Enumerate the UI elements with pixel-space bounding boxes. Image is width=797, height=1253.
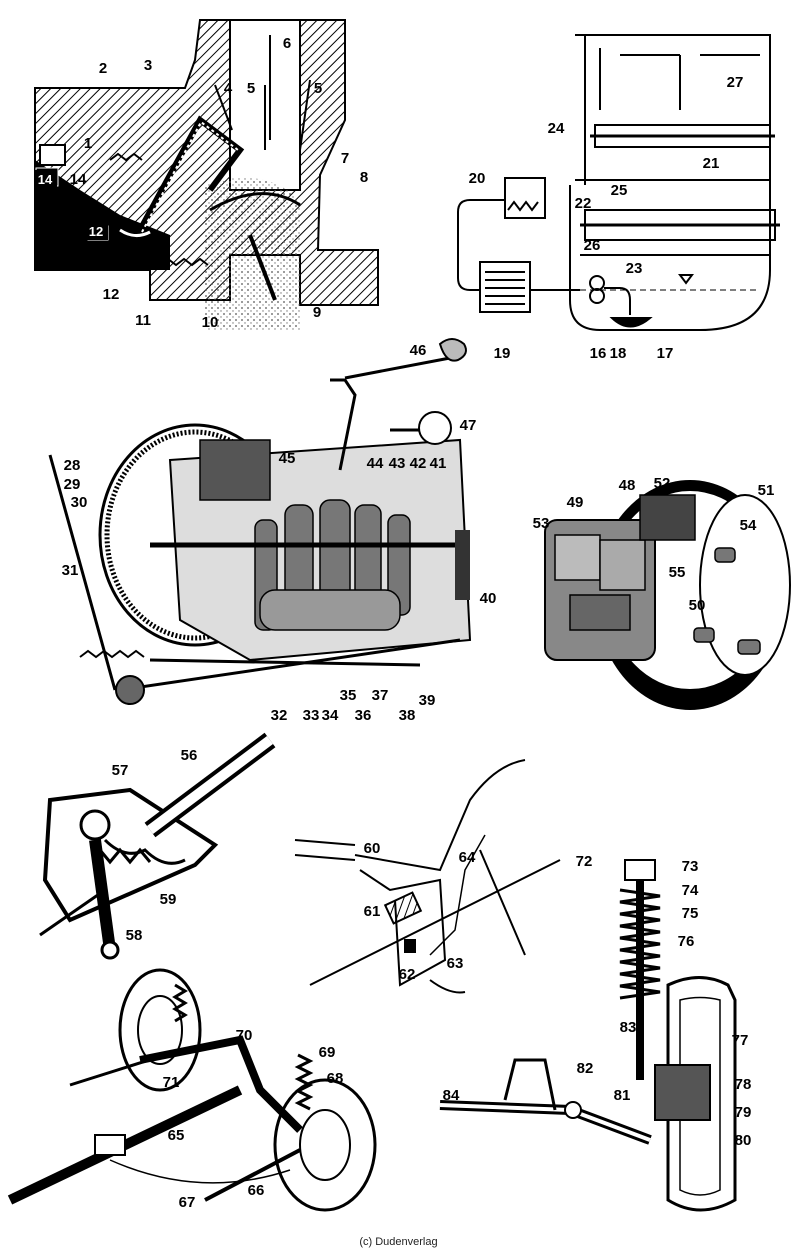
callout-26: 26 [584,237,601,254]
callout-22: 22 [575,195,592,212]
callout-67: 67 [179,1194,196,1211]
callout-34: 34 [322,707,339,724]
callout-8: 8 [360,169,368,186]
callout-47: 47 [460,417,477,434]
callout-38: 38 [399,707,416,724]
callout-72: 72 [576,853,593,870]
front-suspension-strut [439,859,737,1212]
callout-52: 52 [654,475,671,492]
callout-28: 28 [64,457,81,474]
callout-80: 80 [735,1132,752,1149]
callout-68: 68 [327,1070,344,1087]
callout-84: 84 [443,1087,460,1104]
callout-29: 29 [64,476,81,493]
callout-69: 69 [319,1044,336,1061]
callout-58: 58 [126,927,143,944]
callout-33: 33 [303,707,320,724]
callout-27: 27 [727,74,744,91]
callout-15: 14 [38,172,53,187]
callout-40: 40 [480,590,497,607]
copyright-notice: (c) Dudenverlag [359,1236,438,1248]
callout-76: 76 [678,933,695,950]
callout-30: 30 [71,494,88,511]
callout-20: 20 [469,170,486,187]
callout-83: 83 [620,1019,637,1036]
callout-51: 51 [758,482,775,499]
callout-31: 31 [62,562,79,579]
callout-21: 21 [703,155,720,172]
callout-66: 66 [248,1182,265,1199]
callout-23: 23 [626,260,643,277]
callout-82: 82 [577,1060,594,1077]
callout-43: 43 [389,455,406,472]
callout-36: 36 [355,707,372,724]
callout-64: 64 [459,849,476,866]
callout-37: 37 [372,687,389,704]
callout-79: 79 [735,1104,752,1121]
callout-73: 73 [682,858,699,875]
callout-6: 6 [283,35,291,52]
callout-12: 12 [103,286,120,303]
callout-41: 41 [430,455,447,472]
callout-53: 53 [533,515,550,532]
callout-50: 50 [689,597,706,614]
callout-71: 71 [163,1074,180,1091]
callout-32: 32 [271,707,288,724]
callout-11: 11 [135,312,151,329]
callout-48: 48 [619,477,636,494]
callout-81: 81 [614,1087,631,1104]
callout-5: 5 [314,80,322,97]
callout-13-box [85,222,108,240]
callout-63: 63 [447,955,464,972]
callout-2: 2 [99,60,107,77]
callout-9: 9 [313,304,321,321]
callout-65: 65 [168,1127,185,1144]
lubrication-schematic [457,34,780,331]
callout-44: 44 [367,455,384,472]
callout-5: 5 [247,80,255,97]
callout-75: 75 [682,905,699,922]
callout-13: 12 [89,224,103,239]
disc-brake [544,480,791,710]
callout-56: 56 [181,747,198,764]
callout-4: 4 [224,80,233,97]
callout-16: 16 [590,345,607,362]
callout-19: 19 [494,345,511,362]
callout-57: 57 [112,762,129,779]
callout-77: 77 [732,1032,749,1049]
callout-24: 24 [548,120,565,137]
callout-78: 78 [735,1076,752,1093]
callout-62: 62 [399,966,416,983]
callout-1: 1 [84,135,92,152]
callout-15-box [34,170,57,188]
callout-74: 74 [682,882,699,899]
callout-45: 45 [279,450,296,467]
gearbox-cutaway [48,338,472,705]
callout-17: 17 [657,345,674,362]
callout-70: 70 [236,1027,253,1044]
callout-54: 54 [740,517,757,534]
steering-gear [39,732,276,960]
callout-42: 42 [410,455,427,472]
callout-35: 35 [340,687,357,704]
rear-axle-suspension [7,968,377,1212]
callout-55: 55 [669,564,686,581]
car-ventilation-diagram [294,759,561,994]
callout-14: 14 [70,171,87,188]
callout-39: 39 [419,692,436,709]
callout-25: 25 [611,182,628,199]
callout-46: 46 [410,342,427,359]
callout-60: 60 [364,840,381,857]
callout-18: 18 [610,345,627,362]
callout-61: 61 [364,903,381,920]
callout-7: 7 [341,150,349,167]
callout-49: 49 [567,494,584,511]
carburettor-cross-section [34,19,379,330]
callout-3: 3 [144,57,152,74]
callout-59: 59 [160,891,177,908]
callout-10: 10 [202,314,219,331]
